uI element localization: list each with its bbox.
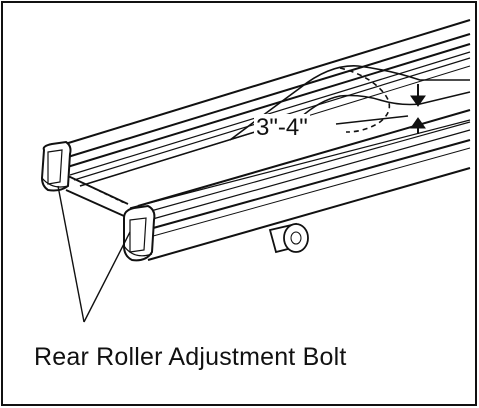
back-side-rail xyxy=(51,19,471,187)
running-belt xyxy=(79,91,471,209)
front-end-cap xyxy=(123,204,156,262)
back-end-cap xyxy=(40,140,72,192)
leader-lines xyxy=(57,185,131,323)
front-side-rail xyxy=(137,109,471,261)
measurement-label: 3"-4" xyxy=(254,114,310,142)
part-label: Rear Roller Adjustment Bolt xyxy=(34,343,347,371)
adjustment-bolt-knob xyxy=(268,222,309,254)
rear-roller xyxy=(65,175,129,217)
belt-lift-dashed-curve xyxy=(339,67,391,133)
measurement-arrows xyxy=(335,84,426,134)
lifted-belt-hump xyxy=(229,65,470,141)
